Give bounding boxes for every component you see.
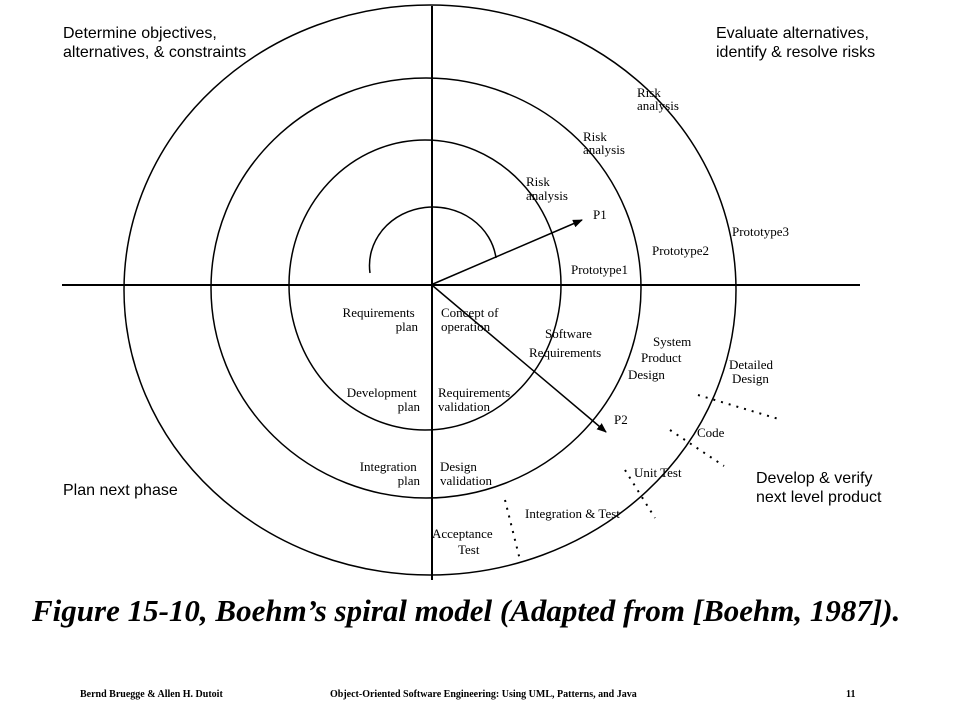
spiral-model-diagram: Determine objectives, alternatives, & co… bbox=[62, 4, 882, 580]
requirements-validation-label: Requirements validation bbox=[438, 385, 513, 414]
prototype-3-label: Prototype3 bbox=[732, 224, 789, 239]
footer-page-number: 11 bbox=[846, 689, 856, 700]
spiral-ring-3 bbox=[123, 4, 737, 576]
prototype-1-label: Prototype1 bbox=[571, 262, 628, 277]
spiral-ring-1 bbox=[288, 139, 562, 431]
requirements-plan-label: Requirements plan bbox=[343, 305, 419, 334]
dotted-separators bbox=[504, 394, 783, 561]
integration-test-label: Integration & Test bbox=[525, 506, 620, 521]
footer-authors: Bernd Bruegge & Allen H. Dutoit bbox=[80, 689, 223, 700]
unit-test-label: Unit Test bbox=[634, 465, 682, 480]
footer-book-title: Object-Oriented Software Engineering: Us… bbox=[330, 689, 637, 700]
code-label: Code bbox=[697, 425, 725, 440]
risk-analysis-label-middle: Risk analysis bbox=[583, 129, 625, 157]
quadrant-top-right: Evaluate alternatives, identify & resolv… bbox=[716, 25, 875, 61]
p1-arrow bbox=[432, 219, 583, 285]
spiral-ring-2 bbox=[210, 77, 642, 499]
p1-label: P1 bbox=[593, 207, 607, 222]
prototype-2-label: Prototype2 bbox=[652, 243, 709, 258]
p2-label: P2 bbox=[614, 412, 628, 427]
integration-plan-label: Integration plan bbox=[360, 459, 421, 488]
quadrant-bottom-left: Plan next phase bbox=[63, 482, 178, 499]
design-validation-label: Design validation bbox=[440, 459, 492, 488]
slide-footer: Bernd Bruegge & Allen H. Dutoit Object-O… bbox=[0, 689, 960, 705]
detailed-design-label: Detailed Design bbox=[729, 357, 776, 386]
acceptance-test-label: Acceptance Test bbox=[432, 526, 496, 557]
concept-of-operation-label: Concept of operation bbox=[441, 305, 502, 334]
p2-arrow bbox=[432, 285, 607, 433]
risk-analysis-label-outer: Risk analysis bbox=[637, 85, 679, 113]
figure-caption: Figure 15-10, Boehm’s spiral model (Adap… bbox=[32, 593, 901, 628]
development-plan-label: Development plan bbox=[347, 385, 421, 414]
quadrant-bottom-right: Develop & verify next level product bbox=[756, 470, 882, 506]
quadrant-top-left: Determine objectives, alternatives, & co… bbox=[63, 25, 246, 61]
system-product-design-label: System Product Design bbox=[628, 334, 695, 382]
inner-spiral-start bbox=[368, 206, 497, 274]
software-requirements-label: Software Requirements bbox=[529, 326, 601, 360]
risk-analysis-label-inner: Risk analysis bbox=[526, 174, 568, 203]
